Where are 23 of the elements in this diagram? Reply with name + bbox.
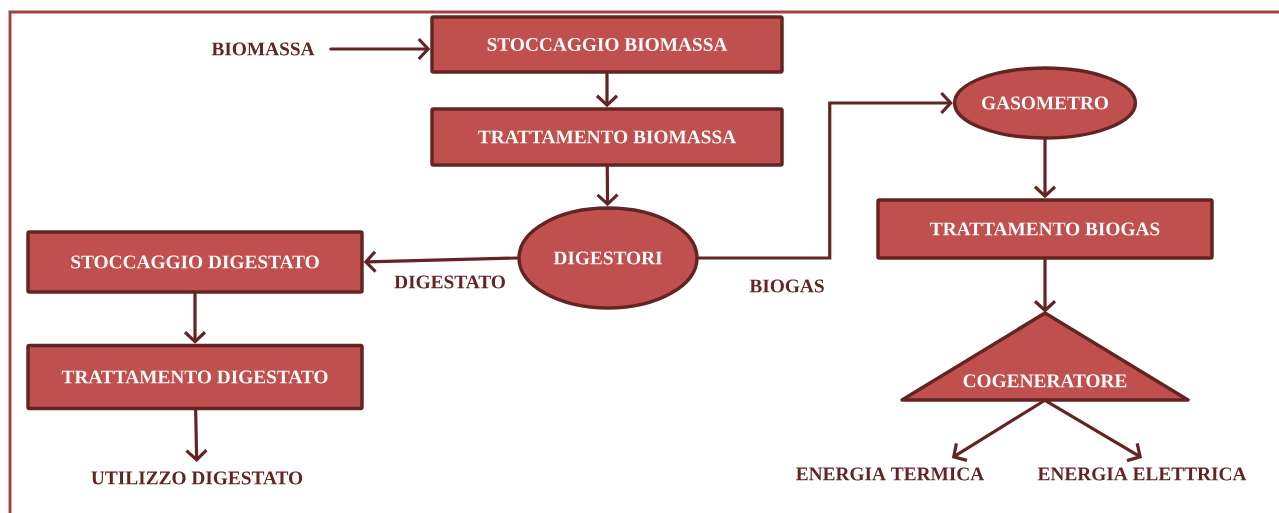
flow-label: UTILIZZO DIGESTATO — [91, 471, 303, 485]
flow-label: ENERGIA TERMICA — [796, 467, 985, 481]
arrow — [595, 72, 619, 108]
arrow — [596, 165, 619, 207]
arrow — [363, 250, 519, 273]
flow-label: ENERGIA ELETTRICA — [1037, 467, 1247, 481]
arrow — [183, 292, 207, 344]
arrow — [1033, 258, 1057, 313]
process-box: TRATTAMENTO DIGESTATO — [26, 343, 364, 411]
arrow — [951, 398, 1047, 462]
arrow — [1043, 398, 1142, 463]
arrow — [329, 37, 431, 61]
arrow — [697, 91, 953, 260]
arrow — [1033, 138, 1057, 199]
edge-label: BIOGAS — [748, 278, 826, 294]
process-triangle: COGENERATORE — [900, 311, 1190, 402]
arrow — [185, 408, 208, 462]
process-box: STOCCAGGIO BIOMASSA — [430, 15, 784, 74]
process-box: STOCCAGGIO DIGESTATO — [26, 230, 364, 294]
flow-label: BIOMASSA — [211, 42, 315, 56]
process-box: TRATTAMENTO BIOMASSA — [430, 107, 784, 167]
edge-label: DIGESTATO — [392, 274, 508, 290]
process-box: TRATTAMENTO BIOGAS — [876, 198, 1214, 260]
